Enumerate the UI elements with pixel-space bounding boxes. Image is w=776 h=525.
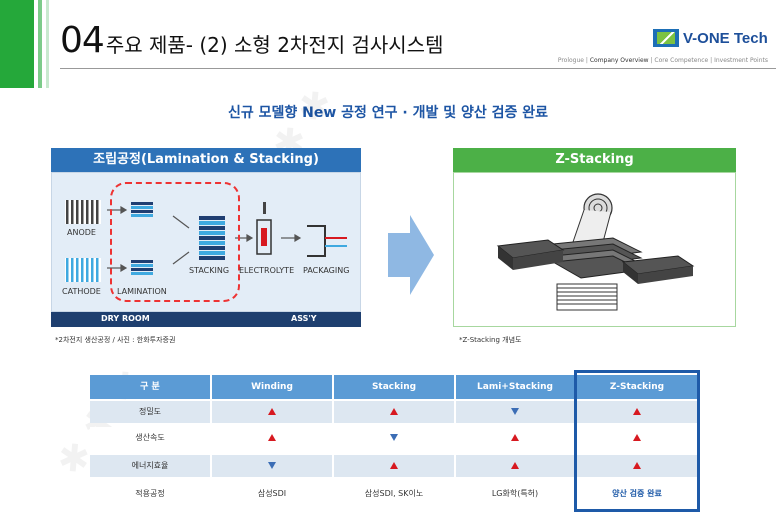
triangle-down-icon: [268, 462, 276, 469]
triangle-up-icon: [633, 462, 641, 469]
title-text: 주요 제품- (2) 소형 2차전지 검사시스템: [105, 33, 444, 57]
nav-item-investment-points[interactable]: Investment Points: [714, 57, 768, 64]
triangle-down-icon: [390, 434, 398, 441]
process-flow-graphic: [65, 200, 347, 282]
dry-room-label: DRY ROOM: [101, 314, 150, 323]
table-cell: 삼성SDI, SK이노: [334, 483, 454, 505]
table-header-stacking: Stacking: [334, 375, 454, 399]
stacking-label: STACKING: [189, 266, 230, 275]
header-accent-stripe-light: [46, 0, 49, 88]
packaging-icon: [307, 225, 347, 257]
triangle-up-icon: [511, 434, 519, 441]
logo-mark-icon: [653, 29, 679, 47]
triangle-up-icon: [633, 434, 641, 441]
table-header-category: 구 분: [90, 375, 210, 399]
finished-cell-icon: [556, 283, 618, 311]
table-cell: [212, 401, 332, 423]
z-stacking-graphic: [496, 193, 695, 311]
separator-roll-icon: [572, 193, 613, 243]
table-row-label: 생산속도: [90, 427, 210, 449]
anode-magazine-icon: [496, 239, 565, 270]
transition-arrow-icon: [388, 215, 434, 295]
table-cell: [334, 455, 454, 477]
triangle-up-icon: [268, 434, 276, 441]
anode-label: ANODE: [67, 228, 96, 237]
right-caption: *Z-Stacking 개념도: [459, 336, 522, 344]
table-cell-highlight: 양산 검증 완료: [577, 483, 697, 505]
logo-text: V-ONE Tech: [683, 29, 768, 47]
table-cell: LG화학(특허): [456, 483, 574, 505]
packaging-label: PACKAGING: [303, 266, 350, 275]
electrolyte-label: ELECTROLYTE: [239, 266, 295, 275]
lamination-bottom-icon: [131, 260, 153, 275]
table-header-winding: Winding: [212, 375, 332, 399]
triangle-up-icon: [511, 462, 519, 469]
stacking-icon: [199, 216, 225, 260]
table-cell: [212, 427, 332, 449]
company-logo: V-ONE Tech: [653, 29, 768, 47]
table-row-label: 에너지효율: [90, 455, 210, 477]
lamination-label: LAMINATION: [117, 287, 167, 296]
table-cell: 삼성SDI: [212, 483, 332, 505]
table-cell: [456, 455, 574, 477]
triangle-up-icon: [390, 408, 398, 415]
section-number: 04: [60, 20, 105, 61]
table-header-lami-stacking: Lami+Stacking: [456, 375, 574, 399]
nav-item-core-competence[interactable]: Core Competence: [654, 57, 709, 64]
slide-subtitle: 신규 모델향 New 공정 연구 · 개발 및 양산 검증 완료: [227, 105, 549, 121]
assembly-process-title: 조립공정(Lamination & Stacking): [51, 148, 361, 172]
assy-label: ASS'Y: [291, 314, 317, 323]
triangle-up-icon: [268, 408, 276, 415]
section-nav: Prologue | Company Overview | Core Compe…: [557, 57, 768, 64]
triangle-up-icon: [390, 462, 398, 469]
table-cell: [577, 455, 697, 477]
left-caption: *2차전지 생산공정 / 사진 : 한화투자증권: [55, 336, 176, 344]
table-cell: [456, 401, 574, 423]
triangle-down-icon: [511, 408, 519, 415]
anode-icon: [65, 200, 101, 224]
z-stacking-column-highlight: [574, 370, 700, 512]
nav-item-company-overview[interactable]: Company Overview: [589, 57, 649, 64]
header-accent-stripe: [38, 0, 42, 88]
cathode-label: CATHODE: [62, 287, 101, 296]
lamination-stacking-highlight: [110, 182, 240, 302]
table-cell: [577, 427, 697, 449]
assembly-process-footer: DRY ROOM ASS'Y: [51, 312, 361, 327]
triangle-up-icon: [633, 408, 641, 415]
table-cell: [334, 401, 454, 423]
header-divider: [60, 68, 776, 69]
header-accent-bar: [0, 0, 34, 88]
table-header-z-stacking: Z-Stacking: [577, 375, 697, 399]
cathode-magazine-icon: [621, 255, 695, 284]
table-cell: [456, 427, 574, 449]
lamination-top-icon: [131, 202, 153, 217]
z-fold-stack-icon: [551, 237, 643, 279]
nav-item-prologue[interactable]: Prologue: [557, 57, 584, 64]
table-cell: [334, 427, 454, 449]
table-row-label: 정밀도: [90, 401, 210, 423]
electrolyte-icon: [256, 202, 272, 255]
table-cell: [577, 401, 697, 423]
z-stacking-title: Z-Stacking: [453, 148, 736, 172]
table-cell: [212, 455, 332, 477]
cathode-icon: [65, 258, 101, 282]
table-row-label: 적용공정: [90, 483, 210, 505]
